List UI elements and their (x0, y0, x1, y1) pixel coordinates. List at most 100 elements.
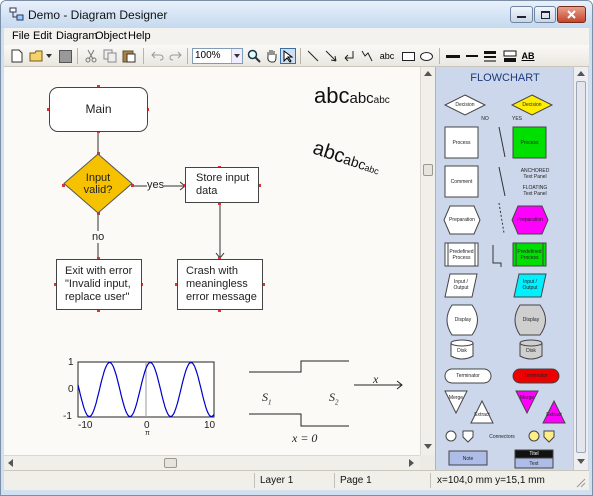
palette-process-green[interactable]: Process (520, 140, 539, 146)
line-tool-button[interactable] (305, 48, 321, 64)
palette-decision[interactable]: Decision (455, 102, 475, 108)
palette-disk[interactable]: Disk (457, 348, 467, 354)
curve-tool-button[interactable] (359, 48, 375, 64)
text-sample-straight[interactable]: abcabcabc (314, 83, 390, 109)
new-button[interactable] (9, 48, 25, 64)
toolbar-separator (187, 48, 188, 64)
line-style-icon (466, 55, 478, 57)
decision-node-label: Input valid? (83, 172, 113, 196)
s2-text: S (329, 390, 335, 404)
palette-terminator[interactable]: Terminator (456, 373, 480, 379)
rectangle-tool-button[interactable] (400, 48, 416, 64)
store-input-node[interactable]: Store input data (185, 167, 259, 203)
palette-predefined-process[interactable]: Predefined Process (449, 249, 474, 261)
palette-display[interactable]: Display (454, 317, 472, 323)
horizontal-scroll-thumb[interactable] (164, 458, 177, 468)
line-color-button[interactable] (482, 48, 498, 64)
palette-preparation-magenta[interactable]: Preparation (517, 217, 543, 223)
title-bar[interactable]: Demo - Diagram Designer (1, 1, 592, 28)
redo-button[interactable] (167, 48, 183, 64)
paste-button[interactable] (121, 48, 137, 64)
select-tool-button[interactable] (280, 48, 296, 64)
ellipse-tool-button[interactable] (418, 48, 434, 64)
palette-scroll-thumb[interactable] (576, 81, 586, 453)
canvas-horizontal-scrollbar[interactable] (4, 455, 420, 470)
scroll-up-icon (577, 71, 585, 76)
vertical-scroll-thumb[interactable] (423, 164, 433, 176)
palette-merge[interactable]: Merge (448, 395, 464, 401)
hand-icon (266, 50, 276, 63)
status-separator (334, 473, 335, 488)
minimize-button[interactable] (510, 6, 533, 23)
palette-predefined-process-green[interactable]: Predefined Process (517, 249, 542, 261)
toolbar-separator (77, 48, 78, 64)
palette-scrollbar[interactable] (573, 67, 588, 470)
scroll-down-icon (424, 444, 432, 449)
palette-extract-magenta[interactable]: Extract (546, 412, 562, 418)
line-style-button[interactable] (464, 48, 480, 64)
palette-preparation[interactable]: Preparation (449, 217, 475, 223)
circuit-equation-label[interactable]: x = 0 (292, 431, 318, 445)
zoom-select[interactable]: 100% (192, 48, 243, 64)
circuit-s2-label[interactable]: S2 (329, 390, 339, 406)
circuit-x-label[interactable]: x (373, 372, 379, 386)
open-dropdown[interactable] (45, 48, 53, 64)
y-tick-label: 0 (68, 384, 74, 395)
line-width-button[interactable] (445, 48, 461, 64)
palette-comment[interactable]: Comment (450, 179, 473, 185)
menu-edit[interactable]: Edit (33, 30, 52, 42)
copy-button[interactable] (102, 48, 118, 64)
palette-disk-gray[interactable]: Disk (526, 348, 536, 354)
zoom-button[interactable] (246, 48, 262, 64)
open-folder-icon (29, 50, 42, 62)
font-button[interactable]: AB (520, 48, 536, 64)
palette-shapes (443, 94, 566, 469)
menu-help[interactable]: Help (128, 30, 151, 42)
resize-grip-icon[interactable] (575, 477, 586, 488)
palette-titled-text-header[interactable]: Titel (529, 451, 539, 457)
status-separator (254, 473, 255, 488)
toolbar-separator (143, 48, 144, 64)
elbow-tool-button[interactable] (341, 48, 357, 64)
zoom-dropdown[interactable] (231, 49, 242, 63)
sine-wave-plot[interactable]: 1 0 -1 -10 0 10 π (60, 357, 220, 439)
palette-merge-magenta[interactable]: Merge (519, 395, 535, 401)
crash-node[interactable]: Crash with meaningless error message (177, 259, 263, 310)
pan-button[interactable] (263, 48, 279, 64)
menu-diagram[interactable]: Diagram (56, 30, 98, 42)
palette-process[interactable]: Process (452, 140, 471, 146)
menu-object[interactable]: Object (95, 30, 127, 42)
s1-text: S (262, 390, 268, 404)
open-button[interactable] (28, 48, 44, 64)
cut-button[interactable] (83, 48, 99, 64)
palette-extract[interactable]: Extract (474, 412, 490, 418)
decision-node-shape[interactable] (63, 153, 133, 214)
scroll-up-icon (424, 71, 432, 76)
canvas-vertical-scrollbar[interactable] (420, 67, 435, 455)
palette-decision-yellow[interactable]: Decision (522, 102, 542, 108)
palette-input-output-cyan[interactable]: Input / Output (522, 279, 538, 291)
fill-color-button[interactable] (502, 48, 518, 64)
palette-terminator-red[interactable]: Terminator (524, 373, 548, 379)
maximize-button[interactable] (534, 6, 556, 23)
palette-connectors[interactable]: Connectors (489, 434, 515, 440)
palette-display-gray[interactable]: Display (522, 317, 540, 323)
palette-note[interactable]: Note (462, 456, 474, 462)
text-tool-button[interactable]: abc (379, 51, 395, 61)
redo-icon (168, 51, 182, 61)
main-node[interactable]: Main (49, 87, 148, 132)
error-exit-node[interactable]: Exit with error "Invalid input, replace … (56, 259, 142, 310)
diagram-canvas[interactable]: Main Input valid? Store input data Exit … (4, 67, 420, 455)
s1-subscript: 1 (268, 398, 272, 407)
scroll-left-icon (8, 459, 13, 467)
arrow-tool-button[interactable] (323, 48, 339, 64)
palette-titled-text-body[interactable]: Text (529, 461, 539, 467)
palette-input-output[interactable]: Input / Output (453, 279, 469, 291)
circuit-s1-label[interactable]: S1 (262, 390, 272, 406)
close-button[interactable] (557, 6, 586, 23)
undo-button[interactable] (149, 48, 165, 64)
palette-anchored-text-panel[interactable]: ANCHORED Text Panel (520, 168, 550, 180)
menu-file[interactable]: File (12, 30, 30, 42)
save-button[interactable] (57, 48, 73, 64)
palette-floating-text-panel[interactable]: FLOATING Text Panel (522, 185, 548, 197)
